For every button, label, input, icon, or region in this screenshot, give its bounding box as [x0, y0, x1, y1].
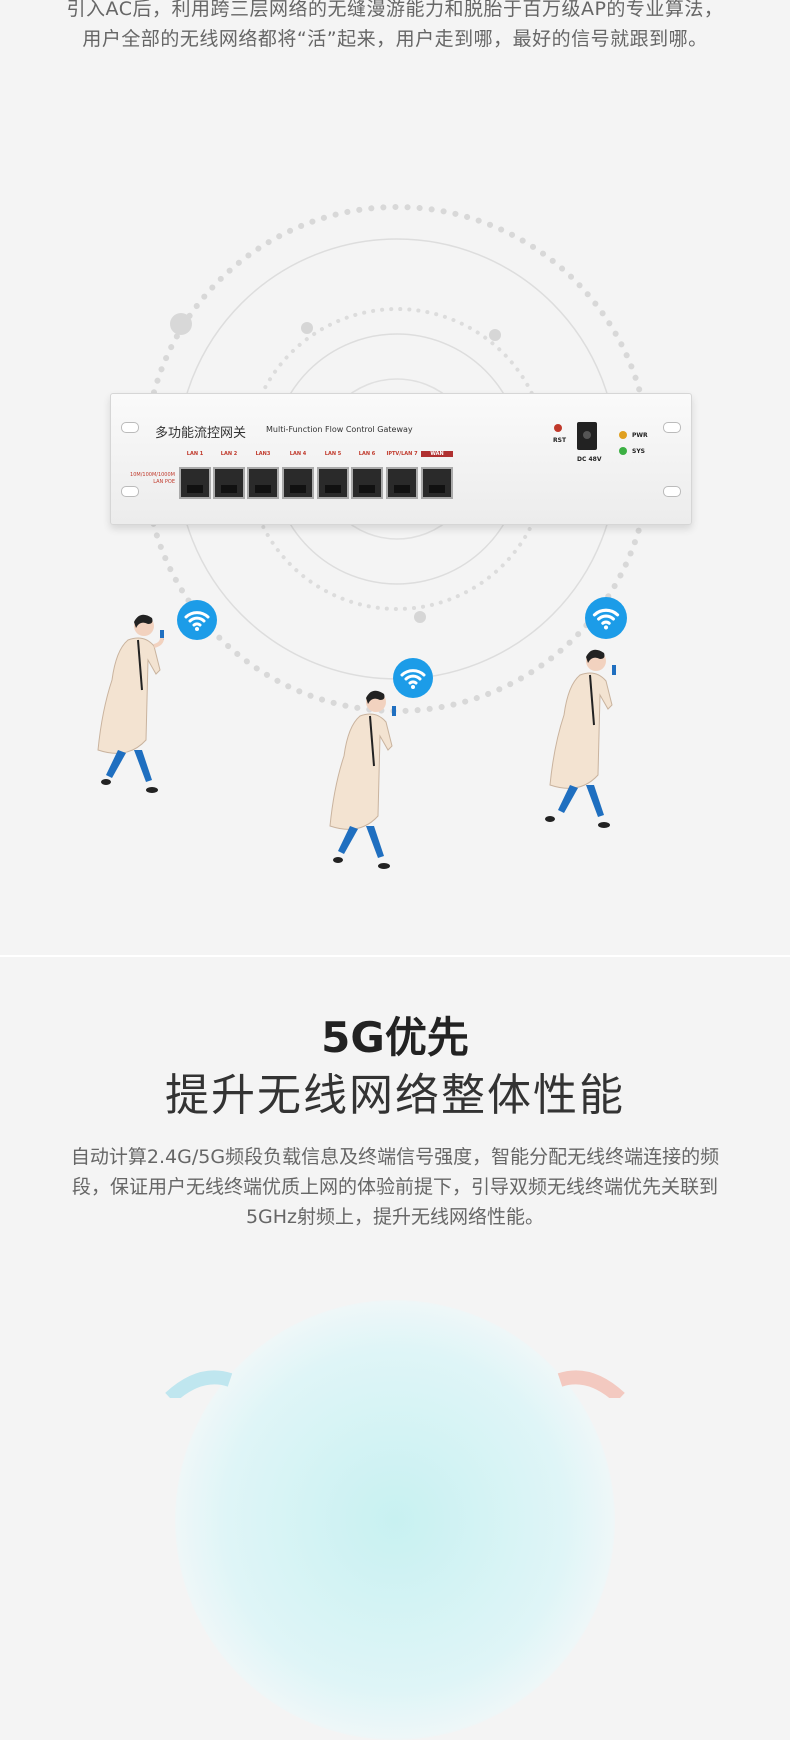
mount-hole: [663, 422, 681, 433]
ethernet-port-wan: [421, 467, 453, 499]
person-walking-phone-icon: [97, 614, 164, 793]
ethernet-port: [317, 467, 349, 499]
ethernet-port: [351, 467, 383, 499]
rst-button-icon: [554, 424, 562, 432]
person-walking-phone-icon: [329, 690, 396, 869]
roaming-section: 引入AC后，利用跨三层网络的无缝漫游能力和脱胎于百万级AP的专业算法，用户全部的…: [66, 0, 724, 869]
port-label: LAN 1: [186, 451, 204, 457]
port-label: LAN3: [255, 451, 271, 457]
port-label: IPTV/LAN 7: [386, 451, 418, 457]
device-title-en: Multi-Function Flow Control Gateway: [266, 425, 413, 434]
rst-label: RST: [553, 437, 567, 444]
signal-arc-graphic: [165, 1370, 625, 1398]
ethernet-port: [213, 467, 245, 499]
port-label: LAN 4: [289, 451, 307, 457]
pwr-led-icon: [619, 431, 627, 439]
section-title-sub: 提升无线网络整体性能: [165, 1070, 625, 1121]
mount-hole: [121, 422, 139, 433]
section-description: 自动计算2.4G/5G频段负载信息及终端信号强度，智能分配无线终端连接的频段，保…: [70, 1146, 720, 1228]
ethernet-port: [386, 467, 418, 499]
wifi-icon: [393, 658, 433, 698]
ethernet-port: [179, 467, 211, 499]
sys-led-icon: [619, 447, 627, 455]
lan-poe-label: 10M/100M/1000M LAN POE: [130, 472, 175, 485]
pwr-label: PWR: [632, 432, 648, 439]
section-divider: [0, 955, 790, 957]
ethernet-port: [247, 467, 279, 499]
section-title-main: 5G优先: [321, 1013, 469, 1062]
ethernet-port: [282, 467, 314, 499]
wifi-icon: [585, 597, 627, 639]
port-label: LAN 2: [220, 451, 238, 457]
port-label: LAN 5: [324, 451, 342, 457]
mount-hole: [663, 486, 681, 497]
wifi-icon: [177, 600, 217, 640]
mount-hole: [121, 486, 139, 497]
intro-paragraph: 引入AC后，利用跨三层网络的无缝漫游能力和脱胎于百万级AP的专业算法，用户全部的…: [66, 0, 724, 50]
power-jack-icon: [577, 422, 597, 450]
dc-label: DC 48V: [577, 456, 602, 463]
person-walking-phone-icon: [545, 649, 616, 828]
port-label-wan: WAN: [421, 451, 453, 457]
sys-label: SYS: [632, 448, 645, 455]
port-label: LAN 6: [358, 451, 376, 457]
gateway-device: 多功能流控网关 Multi-Function Flow Control Gate…: [110, 393, 692, 525]
device-title-cn: 多功能流控网关: [155, 426, 247, 441]
